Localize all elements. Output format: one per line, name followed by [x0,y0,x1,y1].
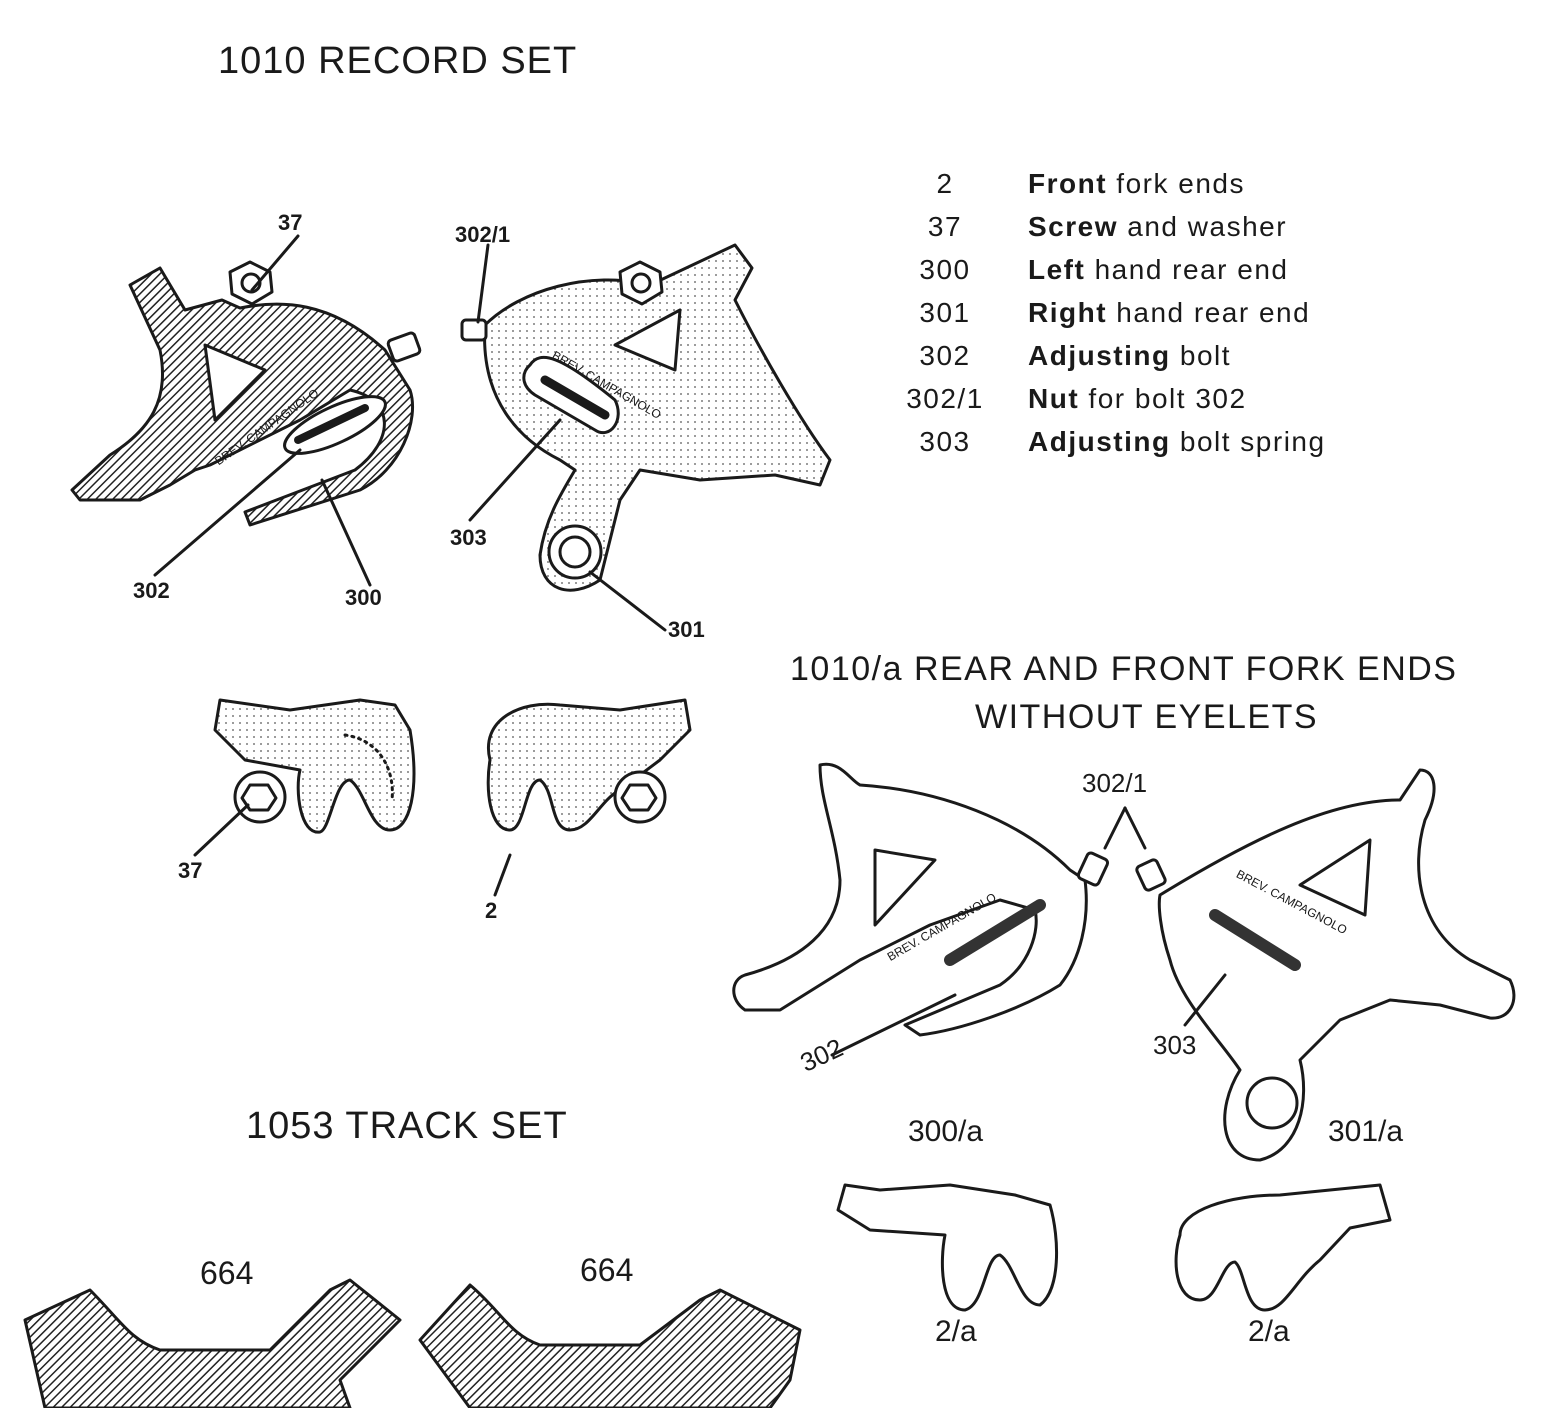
screw-37-right-top-icon [618,260,664,306]
nut-302-1-a-right-icon [1135,858,1167,892]
screw-37-top-icon [228,260,274,306]
callout-301: 301 [668,617,705,642]
screw-2-mid-icon [613,770,667,824]
callout-2a-left: 2/a [935,1315,977,1348]
callout-37-mid: 37 [178,858,203,883]
callout-302-1: 302/1 [455,222,511,247]
callout-303: 303 [450,525,487,550]
nut-302-1-icon [386,331,422,363]
track-end-664-right [418,1283,802,1408]
nut-302-1-right-icon [460,318,488,342]
front-fork-end-2a-left [836,1183,1058,1312]
front-fork-end-left [213,698,416,834]
callout-664-left: 664 [200,1255,254,1291]
screw-37-mid-icon [233,770,287,824]
left-rear-end-300a [732,762,1088,1037]
record-set-title: 1010 RECORD SET [218,40,578,82]
callout-37: 37 [278,210,303,235]
callout-302: 302 [133,578,170,603]
callout-2: 2 [485,898,498,923]
front-fork-end-right [486,698,692,832]
callout-300a: 300/a [908,1115,984,1148]
callout-664-right: 664 [580,1252,634,1288]
callout-301a: 301/a [1328,1115,1404,1148]
right-rear-end-301a [1157,768,1516,1162]
front-fork-end-2a-right [1174,1183,1392,1312]
callout-302-1-a: 302/1 [1082,768,1148,798]
callout-303-a: 303 [1153,1030,1197,1060]
callout-2a-right: 2/a [1248,1315,1290,1348]
track-set-title: 1053 TRACK SET [246,1105,568,1147]
track-end-664-left [23,1278,402,1408]
nut-302-1-a-left-icon [1076,851,1110,887]
callout-300: 300 [345,585,382,610]
fork-ends-subtitle: WITHOUT EYELETS [975,698,1319,736]
left-rear-end-300 [70,266,415,527]
right-rear-end-301 [483,243,832,592]
fork-ends-title: 1010/a REAR AND FRONT FORK ENDS [790,650,1458,688]
